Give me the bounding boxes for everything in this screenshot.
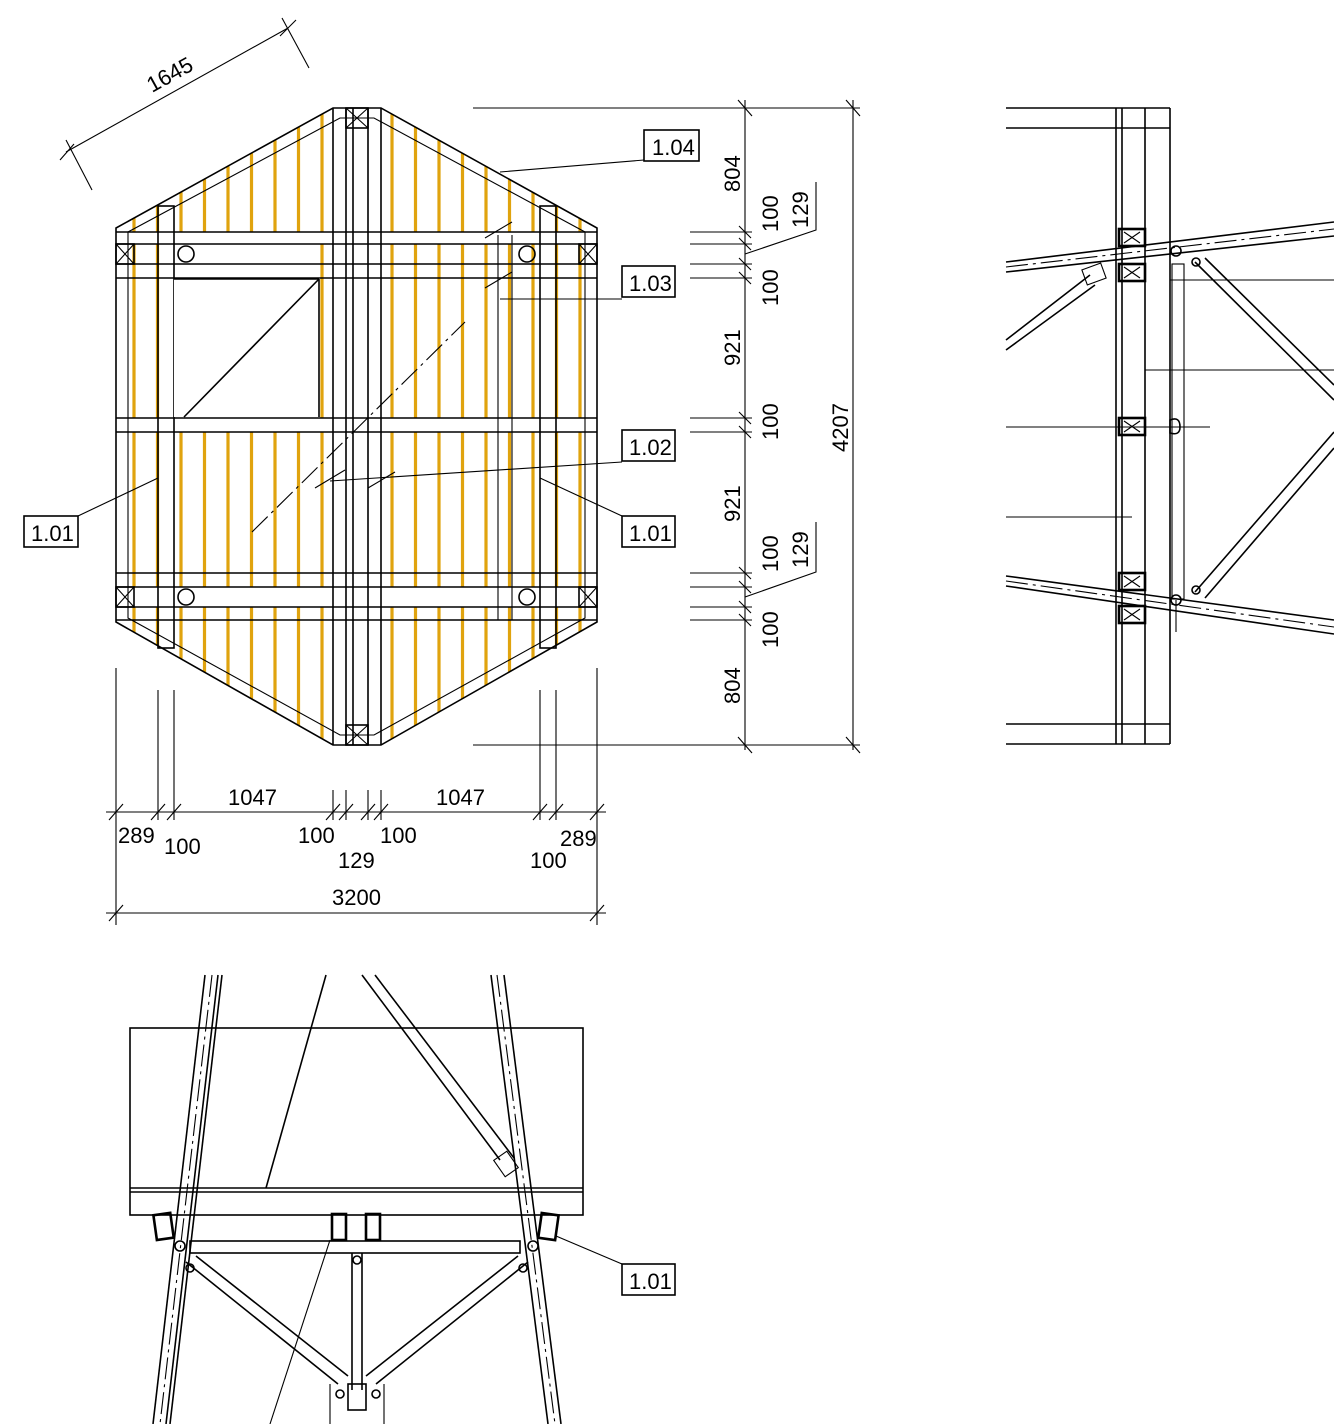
svg-text:1.02: 1.02 (629, 435, 672, 460)
dimension-diagonal: 1645 (59, 17, 310, 191)
tag-1-03: 1.03 (621, 265, 676, 298)
svg-text:1047: 1047 (436, 785, 485, 810)
svg-text:100: 100 (758, 269, 783, 306)
hexagon-inner-outline (127, 117, 586, 736)
svg-text:129: 129 (788, 531, 813, 568)
tag-1-02: 1.02 (621, 429, 676, 462)
svg-text:100: 100 (758, 403, 783, 440)
horizontal-dimensions: 1047 1047 289 100 100 129 100 100 289 32… (106, 668, 606, 925)
svg-text:921: 921 (720, 485, 745, 522)
svg-text:100: 100 (164, 834, 201, 859)
svg-text:3200: 3200 (332, 885, 381, 910)
svg-text:921: 921 (720, 329, 745, 366)
corner-blocks (115, 243, 598, 608)
vertical-dimensions: 804 100 129 100 921 100 921 100 129 100 … (473, 99, 861, 754)
side-elevation (1005, 107, 1334, 745)
svg-text:1.01: 1.01 (629, 1269, 672, 1294)
svg-text:289: 289 (118, 823, 155, 848)
svg-text:100: 100 (758, 195, 783, 232)
joists (132, 114, 582, 739)
svg-text:1.01: 1.01 (629, 521, 672, 546)
tag-1-01-right: 1.01 (621, 515, 676, 548)
svg-text:100: 100 (758, 611, 783, 648)
horizontal-beams (116, 231, 597, 621)
svg-text:4207: 4207 (828, 403, 853, 452)
svg-text:1047: 1047 (228, 785, 277, 810)
tag-1-04: 1.04 (643, 129, 700, 162)
svg-text:1.01: 1.01 (31, 521, 74, 546)
front-section: 1.01 (129, 974, 676, 1424)
side-beams (157, 205, 557, 649)
svg-text:289: 289 (560, 826, 597, 851)
svg-text:804: 804 (720, 155, 745, 192)
svg-text:804: 804 (720, 667, 745, 704)
tag-1-01-section: 1.01 (621, 1263, 676, 1296)
svg-text:1.03: 1.03 (629, 271, 672, 296)
svg-text:100: 100 (758, 535, 783, 572)
tag-leaders (77, 159, 645, 517)
opening (174, 221, 513, 533)
svg-text:1.04: 1.04 (652, 135, 695, 160)
svg-text:129: 129 (788, 191, 813, 228)
svg-text:100: 100 (380, 823, 417, 848)
tag-1-01-left: 1.01 (23, 515, 79, 548)
svg-text:100: 100 (530, 848, 567, 873)
blocks (1117, 227, 1147, 625)
hexagon-outline (115, 107, 598, 746)
svg-text:1645: 1645 (142, 52, 197, 98)
svg-text:129: 129 (338, 848, 375, 873)
central-spine (332, 107, 382, 746)
plan-view: 1.04 1.03 1.02 1.01 1.01 1645 (23, 17, 861, 925)
svg-text:100: 100 (298, 823, 335, 848)
